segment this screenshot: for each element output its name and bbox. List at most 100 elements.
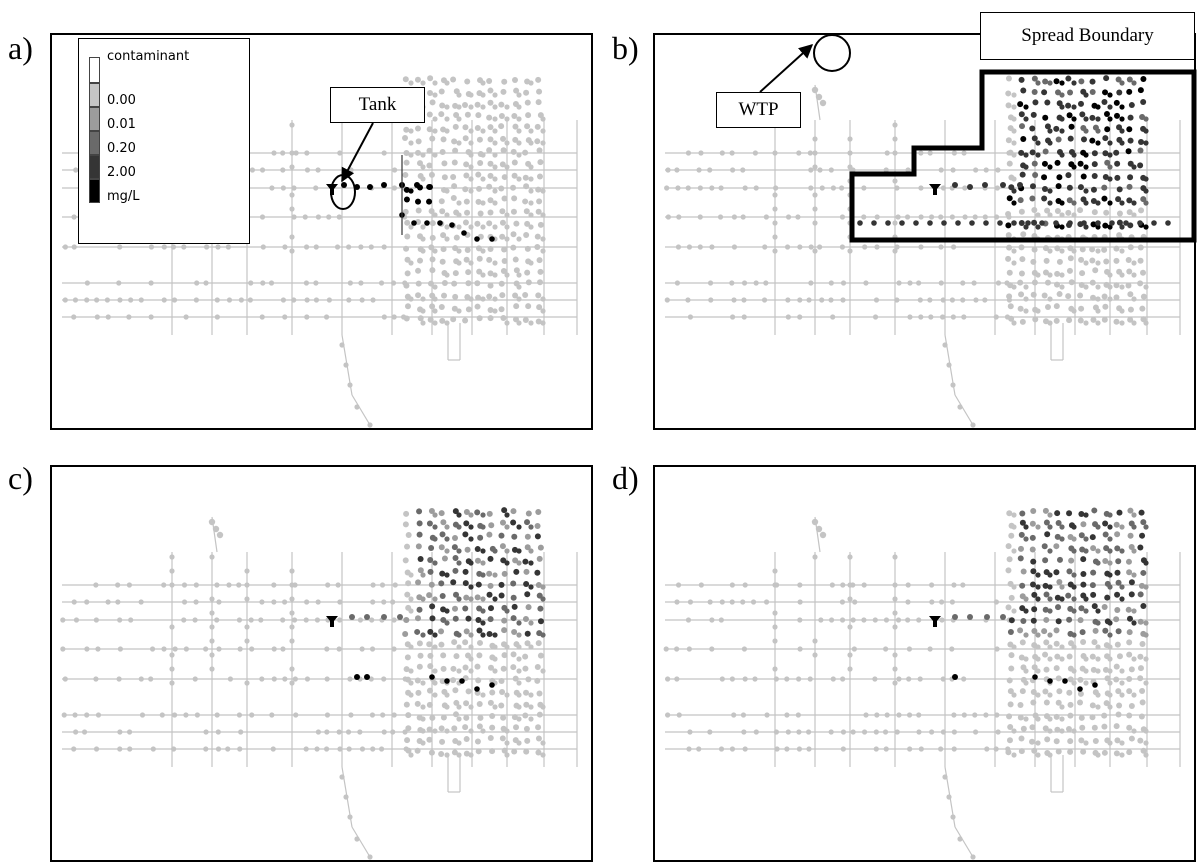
network-node <box>950 314 956 320</box>
network-node <box>462 135 469 142</box>
network-node <box>883 646 889 652</box>
network-node <box>982 182 988 188</box>
network-node <box>1137 591 1144 598</box>
network-node <box>1059 80 1065 86</box>
network-node <box>500 315 507 322</box>
network-map-c <box>60 507 578 860</box>
network-node <box>462 664 469 671</box>
network-node <box>444 678 450 684</box>
network-node <box>504 644 510 650</box>
network-node <box>1092 627 1099 634</box>
network-node <box>504 512 510 518</box>
network-node <box>1138 713 1145 720</box>
network-node <box>349 614 355 620</box>
network-node <box>192 676 198 682</box>
network-node <box>215 244 221 250</box>
network-node <box>535 735 542 742</box>
network-node <box>535 292 542 299</box>
network-node <box>1008 594 1015 601</box>
network-node <box>402 171 409 178</box>
network-node <box>685 150 692 156</box>
network-node <box>1067 712 1074 719</box>
network-node <box>950 244 957 250</box>
network-node <box>540 752 546 758</box>
network-node <box>1131 320 1137 326</box>
network-node <box>215 746 222 752</box>
network-node <box>883 167 889 173</box>
network-node <box>72 712 78 718</box>
network-node <box>1113 149 1120 156</box>
network-node <box>289 122 295 128</box>
network-node <box>1006 160 1013 167</box>
network-node <box>972 712 978 718</box>
network-node <box>516 176 522 182</box>
network-node <box>1113 723 1120 730</box>
pipe-network <box>60 507 578 860</box>
network-node <box>828 729 834 735</box>
network-node <box>686 646 692 652</box>
network-node <box>1137 244 1144 251</box>
network-node <box>815 525 823 533</box>
network-node <box>476 627 483 634</box>
network-node <box>1020 87 1027 94</box>
network-node <box>474 557 481 564</box>
network-node <box>740 712 747 718</box>
network-node <box>1006 293 1013 300</box>
network-node <box>468 584 474 590</box>
network-node <box>1137 257 1144 264</box>
network-node <box>1067 135 1074 142</box>
panel-d <box>653 465 1196 862</box>
pipe-segment <box>346 796 353 828</box>
network-node <box>516 620 522 626</box>
network-node <box>1011 260 1017 266</box>
network-node <box>289 164 295 170</box>
network-node <box>938 746 944 752</box>
network-node <box>392 582 398 588</box>
network-node <box>404 233 411 240</box>
network-node <box>417 257 424 264</box>
network-node <box>1055 675 1062 682</box>
network-node <box>1095 620 1101 626</box>
network-node <box>476 652 483 659</box>
network-node <box>247 297 253 303</box>
network-node <box>1047 608 1053 614</box>
network-node <box>1059 128 1065 134</box>
network-node <box>346 244 352 250</box>
network-node <box>534 138 541 145</box>
network-node <box>1007 701 1014 708</box>
network-node <box>522 291 529 298</box>
network-node <box>1035 308 1041 314</box>
network-node <box>71 599 77 605</box>
network-node <box>1139 532 1146 539</box>
network-node <box>237 646 243 652</box>
network-node <box>390 599 396 605</box>
network-node <box>984 614 990 620</box>
network-node <box>291 297 297 303</box>
network-node <box>1125 606 1132 613</box>
network-node <box>453 653 460 660</box>
network-node <box>1107 524 1113 530</box>
network-node <box>1126 126 1133 133</box>
network-node <box>417 315 424 322</box>
network-node <box>440 714 447 721</box>
network-node <box>169 568 175 574</box>
network-node <box>432 308 438 314</box>
network-node <box>1042 725 1049 732</box>
network-node <box>537 618 544 625</box>
network-node <box>938 280 944 286</box>
network-node <box>707 599 713 605</box>
network-node <box>537 221 544 228</box>
network-node <box>967 184 973 190</box>
network-node <box>462 724 469 731</box>
network-node <box>1041 628 1048 635</box>
network-node <box>1053 627 1060 634</box>
network-node <box>463 508 470 515</box>
network-node <box>171 297 178 303</box>
network-node <box>534 677 541 684</box>
network-node <box>1030 508 1037 515</box>
network-node <box>468 164 474 170</box>
network-node <box>439 102 446 109</box>
network-node <box>416 640 423 647</box>
network-node <box>1138 207 1145 214</box>
network-node <box>486 147 493 154</box>
